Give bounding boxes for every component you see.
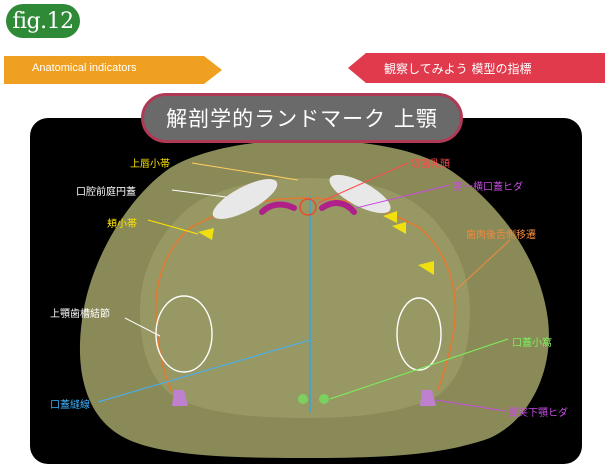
slide-title: 解剖学的ランドマーク 上顎: [166, 103, 438, 133]
label-incisive-papilla: 切歯乳頭: [410, 155, 450, 170]
left-fovea: [298, 394, 308, 404]
title-pill: 解剖学的ランドマーク 上顎: [141, 93, 463, 143]
label-upper-lip-frenum: 上唇小帯: [130, 155, 170, 170]
label-tuberosity: 上顎歯槽結節: [50, 305, 110, 320]
label-midline: 口蓋縫線: [50, 396, 90, 411]
label-buccal-frenum: 頬小帯: [107, 215, 137, 230]
label-first-rugae: 第一横口蓋ヒダ: [453, 178, 523, 193]
right-fovea: [319, 394, 329, 404]
label-pterygomandibular: 翼突下顎ヒダ: [508, 404, 568, 419]
label-palatal-fovea: 口蓋小窩: [512, 334, 552, 349]
label-lingual-edge: 歯肉後舌側移遷: [466, 226, 536, 241]
label-palatal-ellipse: 口腔前庭円蓋: [76, 183, 136, 198]
